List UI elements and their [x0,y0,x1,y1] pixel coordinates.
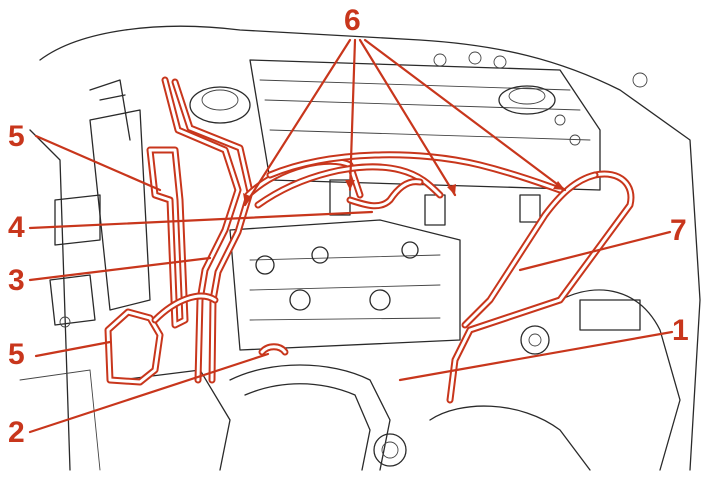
leader-3 [28,256,212,282]
callout-7: 7 [670,214,687,247]
leader-6a [243,38,352,207]
leader-6b [348,38,357,192]
arrowhead-6c [447,184,456,195]
callout-1: 1 [672,314,689,347]
arrowhead-6b [345,180,355,190]
callout-5-upper: 5 [8,120,25,153]
callout-6: 6 [344,4,361,37]
callout-4: 4 [8,211,25,244]
leader-1 [398,330,674,382]
leader-4 [28,210,374,230]
leader-6d [363,38,567,192]
highlighted-fuel-lines [104,76,635,404]
leader-7 [518,230,672,272]
leader-5-lower [34,340,112,358]
arrowhead-6a [243,193,252,205]
leader-5-upper [34,134,162,192]
leader-6c [358,38,457,197]
leader-2 [28,352,270,434]
callout-5-lower: 5 [8,338,25,371]
arrowhead-6d [553,181,565,190]
callout-2: 2 [8,416,25,449]
callout-3: 3 [8,264,25,297]
leader-lines [28,38,674,434]
